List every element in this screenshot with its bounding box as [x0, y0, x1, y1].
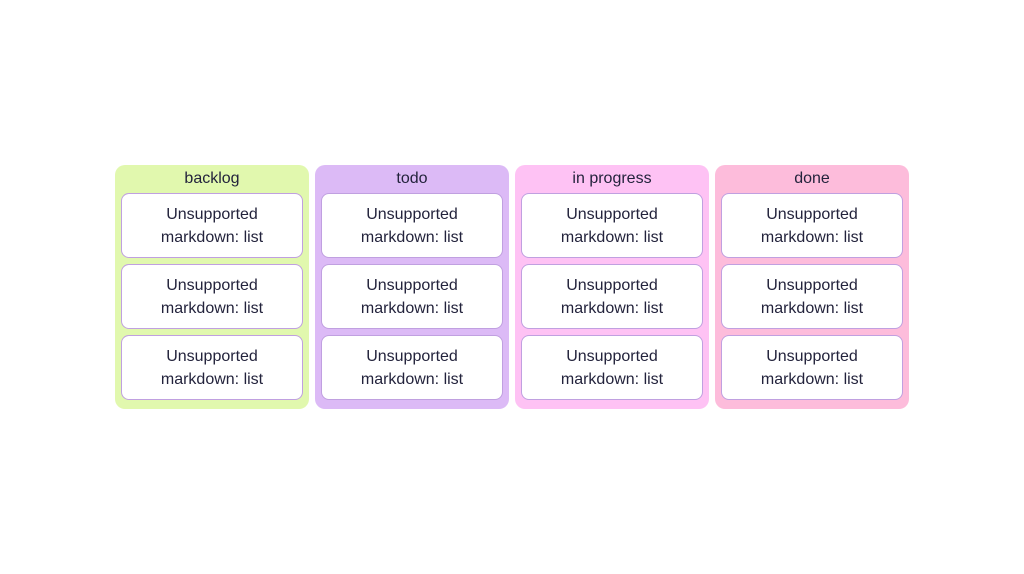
- card-text: Unsupported markdown: list: [760, 205, 864, 246]
- column-title-todo: todo: [396, 170, 428, 187]
- card-text: Unsupported markdown: list: [760, 347, 864, 388]
- kanban-board: backlog Unsupported markdown: list Unsup…: [115, 165, 909, 409]
- card-text: Unsupported markdown: list: [360, 276, 464, 317]
- kanban-column-backlog: backlog Unsupported markdown: list Unsup…: [115, 165, 309, 409]
- kanban-card[interactable]: Unsupported markdown: list: [521, 335, 703, 400]
- kanban-card[interactable]: Unsupported markdown: list: [321, 264, 503, 329]
- card-text: Unsupported markdown: list: [160, 347, 264, 388]
- kanban-card[interactable]: Unsupported markdown: list: [521, 193, 703, 258]
- column-title-backlog: backlog: [184, 170, 240, 187]
- kanban-column-in-progress: in progress Unsupported markdown: list U…: [515, 165, 709, 409]
- kanban-column-done: done Unsupported markdown: list Unsuppor…: [715, 165, 909, 409]
- kanban-card[interactable]: Unsupported markdown: list: [121, 264, 303, 329]
- card-text: Unsupported markdown: list: [560, 347, 664, 388]
- kanban-card[interactable]: Unsupported markdown: list: [721, 335, 903, 400]
- kanban-card[interactable]: Unsupported markdown: list: [521, 264, 703, 329]
- card-text: Unsupported markdown: list: [360, 205, 464, 246]
- card-text: Unsupported markdown: list: [160, 276, 264, 317]
- kanban-card[interactable]: Unsupported markdown: list: [721, 193, 903, 258]
- column-title-done: done: [794, 170, 830, 187]
- card-text: Unsupported markdown: list: [560, 205, 664, 246]
- kanban-card[interactable]: Unsupported markdown: list: [321, 193, 503, 258]
- card-text: Unsupported markdown: list: [160, 205, 264, 246]
- kanban-card[interactable]: Unsupported markdown: list: [121, 193, 303, 258]
- card-text: Unsupported markdown: list: [360, 347, 464, 388]
- column-title-in-progress: in progress: [572, 170, 652, 187]
- kanban-column-todo: todo Unsupported markdown: list Unsuppor…: [315, 165, 509, 409]
- kanban-card[interactable]: Unsupported markdown: list: [721, 264, 903, 329]
- card-text: Unsupported markdown: list: [760, 276, 864, 317]
- kanban-card[interactable]: Unsupported markdown: list: [121, 335, 303, 400]
- kanban-card[interactable]: Unsupported markdown: list: [321, 335, 503, 400]
- card-text: Unsupported markdown: list: [560, 276, 664, 317]
